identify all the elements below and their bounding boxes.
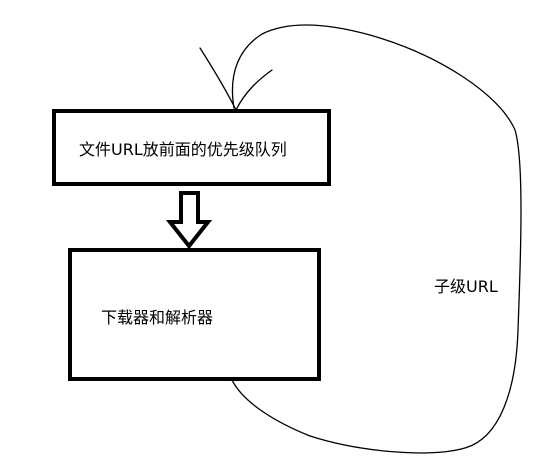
edge-child-url-label: 子级URL bbox=[434, 277, 498, 296]
node-priority-queue bbox=[52, 109, 331, 186]
node-priority-queue-label: 文件URL放前面的优先级队列 bbox=[79, 140, 287, 159]
feedback-loop-curve bbox=[231, 24, 522, 454]
feedback-loop-arrowhead bbox=[199, 47, 273, 111]
node-downloader-parser bbox=[68, 248, 321, 381]
flow-down-arrow bbox=[165, 191, 213, 250]
node-downloader-parser-label: 下载器和解析器 bbox=[101, 308, 213, 327]
